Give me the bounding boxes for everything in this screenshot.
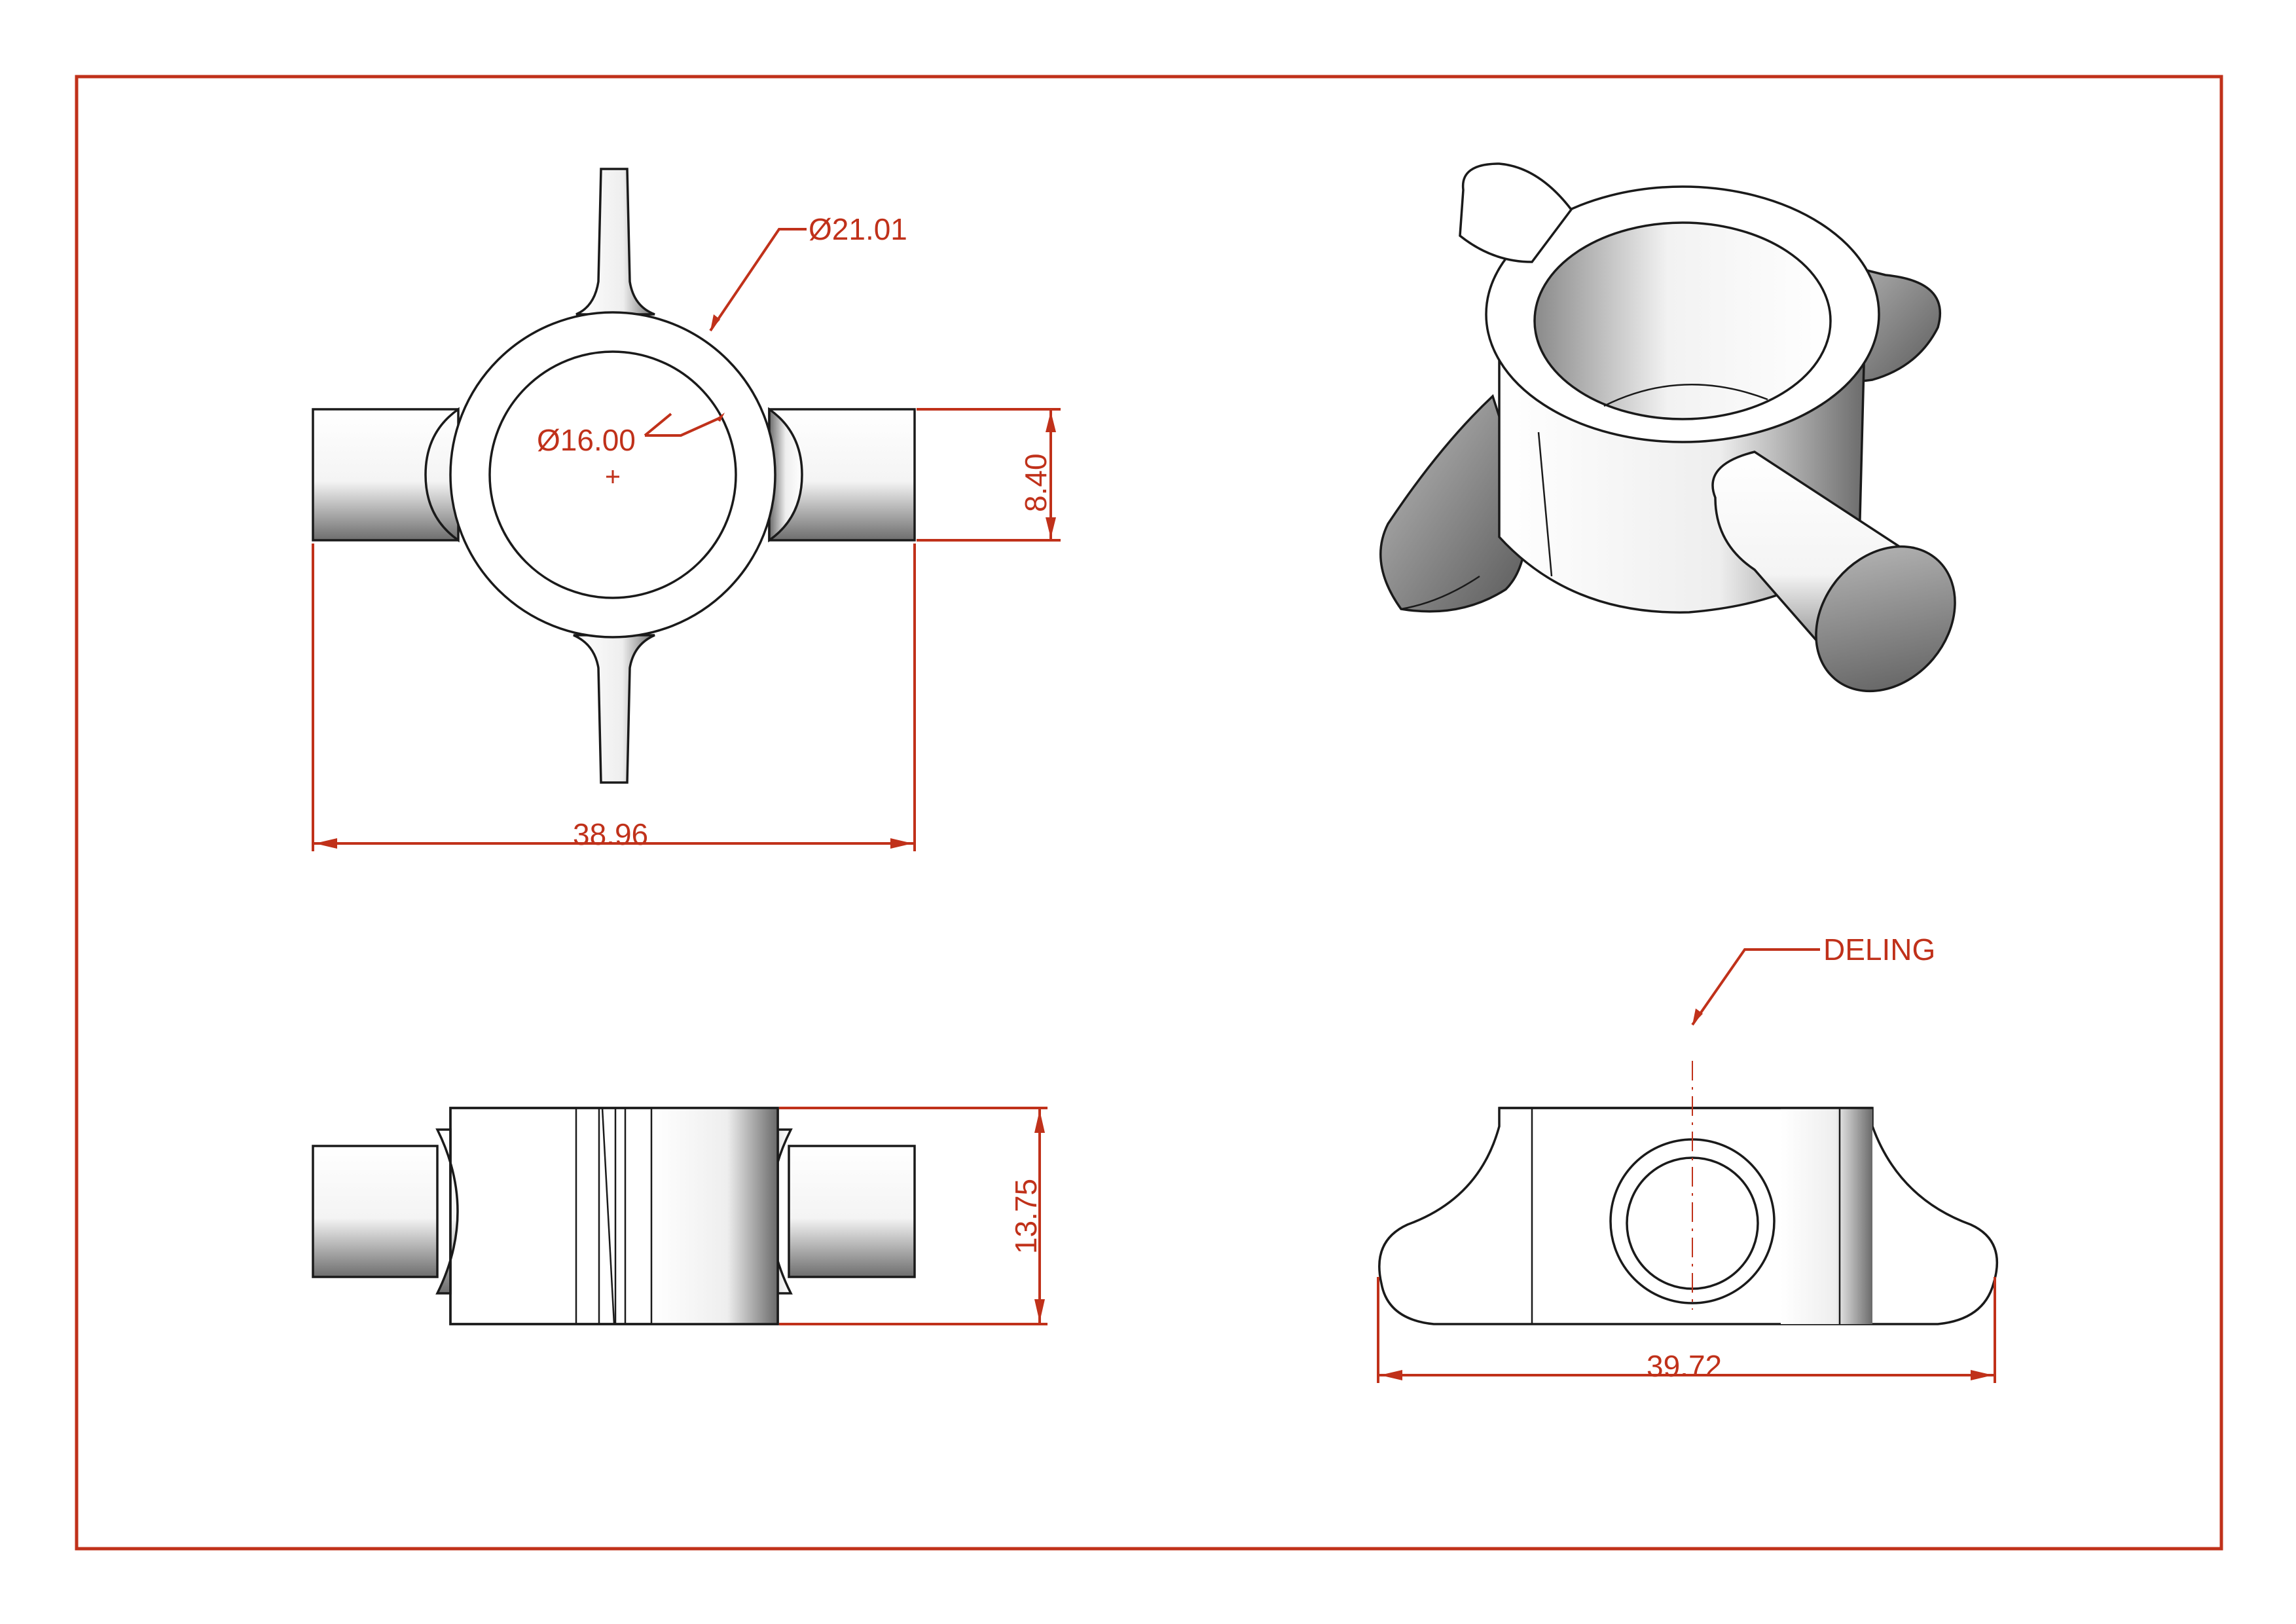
- outer-diameter-label: Ø21.01: [809, 212, 907, 246]
- left-fillet: [424, 407, 460, 543]
- isometric-view: [1379, 162, 1956, 693]
- right-fillet: [768, 407, 803, 543]
- front-left-arm: [312, 1145, 439, 1278]
- side-width-label: 39.72: [1647, 1349, 1722, 1383]
- front-right-arm: [788, 1145, 916, 1278]
- top-view: Ø21.01 Ø16.00 8.40 38.96: [312, 168, 1061, 851]
- arm-height-label: 8.40: [1019, 453, 1053, 512]
- iso-bore: [1533, 221, 1832, 420]
- height-label: 13.75: [1009, 1179, 1043, 1254]
- deling-callout: DELING: [1823, 932, 1935, 967]
- overall-width-label: 38.96: [573, 817, 648, 851]
- bottom-fin: [573, 634, 655, 784]
- iso-back-arm: [1459, 162, 1573, 263]
- center-mark: [606, 470, 619, 483]
- iso-front-arm-end: [1815, 545, 1956, 693]
- iso-left-wing: [1379, 394, 1528, 613]
- front-view: 13.75: [312, 1107, 1048, 1325]
- sheet-border: [75, 75, 2223, 1551]
- top-fin: [575, 168, 655, 316]
- inner-diameter-label: Ø16.00: [537, 423, 636, 457]
- side-view: DELING 39.72: [1377, 932, 1999, 1383]
